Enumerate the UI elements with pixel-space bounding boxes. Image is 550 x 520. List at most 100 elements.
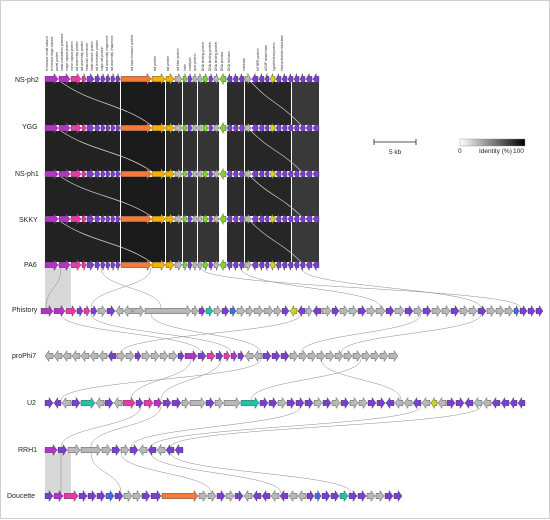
gene-arrow	[153, 396, 163, 410]
gene-arrow	[513, 305, 520, 317]
gene-arrow	[123, 489, 133, 503]
gene-arrow	[450, 304, 460, 318]
identity-band	[45, 222, 120, 262]
gene-arrow	[259, 396, 269, 410]
gene-arrow	[213, 168, 220, 180]
gene-annotation: tail assembly protein	[75, 41, 79, 71]
gene-arrow	[367, 396, 377, 410]
gene-arrow	[174, 443, 184, 457]
gene-arrow	[275, 213, 282, 225]
gene-arrow	[111, 443, 121, 457]
identity-band	[166, 222, 182, 262]
identity-curve	[240, 267, 382, 309]
gene-arrow	[223, 349, 231, 363]
gene-arrow	[330, 489, 340, 503]
gene-arrow	[174, 72, 183, 86]
gene-arrow	[504, 304, 514, 318]
gene-arrow	[86, 72, 95, 86]
gene-arrow	[94, 168, 101, 180]
gene-arrow	[357, 489, 367, 503]
gene-arrow	[262, 349, 272, 363]
identity-band	[198, 177, 219, 216]
gene-arrow	[258, 213, 265, 225]
gene-arrow	[245, 304, 254, 318]
gene-annotation: head maturation protease	[60, 33, 64, 71]
gene-arrow	[305, 258, 313, 272]
genome-label: NS-ph2	[15, 77, 39, 84]
identity-band	[245, 131, 291, 171]
gene-arrow	[53, 304, 66, 318]
gene-arrow	[100, 259, 106, 271]
gene-arrow	[187, 168, 193, 180]
gene-arrow	[375, 489, 385, 503]
gene-arrow	[258, 73, 265, 85]
gene-annotation: nuclease	[242, 58, 246, 71]
identity-curve	[300, 313, 422, 354]
identity-curve	[250, 130, 302, 172]
genome-track	[44, 396, 526, 410]
identity-band	[121, 222, 165, 262]
gene-arrow	[182, 122, 188, 134]
identity-band	[121, 177, 165, 216]
gene-arrow	[78, 489, 88, 503]
gene-arrow	[288, 489, 298, 503]
gene-arrow	[44, 212, 59, 226]
gene-annotation: ribonucleotide reductase	[280, 35, 284, 71]
gene-arrow	[281, 73, 288, 85]
gene-arrow	[165, 212, 175, 226]
gene-arrow	[58, 258, 71, 272]
gene-arrow	[343, 349, 353, 363]
gene-arrow	[197, 168, 203, 180]
gene-arrow	[132, 489, 142, 503]
gene-arrow	[213, 259, 220, 271]
gene-arrow	[105, 213, 111, 225]
gene-arrow	[197, 349, 207, 363]
gene-arrow	[240, 396, 260, 410]
gene-arrow	[273, 304, 282, 318]
gene-arrow	[202, 73, 209, 85]
gene-arrow	[208, 122, 214, 134]
identity-band	[121, 131, 165, 171]
gene-arrow	[89, 349, 99, 363]
gene-arrow	[238, 213, 245, 225]
gene-arrow	[101, 443, 112, 457]
gene-arrow	[437, 396, 447, 410]
gene-arrow	[107, 349, 117, 363]
identity-band	[292, 222, 319, 262]
genome-track	[44, 349, 399, 363]
gene-arrow	[58, 167, 71, 181]
gene-arrow	[243, 489, 253, 503]
gene-arrow	[393, 489, 403, 503]
gene-annotation: tail terminator protein	[95, 40, 99, 71]
gene-arrow	[187, 73, 193, 85]
gene-arrow	[229, 304, 237, 318]
gene-arrow	[219, 72, 227, 86]
identity-curve	[250, 221, 302, 263]
gene-arrow	[271, 349, 281, 363]
gene-arrow	[264, 73, 270, 85]
identity-band	[45, 177, 120, 216]
gene-annotation: lysis protein	[193, 53, 197, 71]
gene-arrow	[312, 304, 322, 318]
identity-curve	[120, 313, 302, 354]
identity-band	[166, 131, 182, 171]
gene-arrow	[349, 396, 359, 410]
identity-max-label: 100	[513, 148, 524, 155]
gene-arrow	[115, 259, 121, 271]
gene-arrow	[348, 489, 358, 503]
gene-arrow	[150, 349, 160, 363]
genome-label: RRH1	[18, 447, 37, 454]
gene-arrow	[238, 259, 245, 271]
identity-curve	[170, 405, 482, 448]
gene-annotation: DNA helicase	[227, 51, 231, 71]
genome-labels: NS-ph2 YGG NS-ph1 SKKY PA6 Phistory proP…	[7, 77, 39, 500]
gene-arrow	[527, 304, 536, 318]
gene-arrow	[279, 489, 289, 503]
gene-arrow	[120, 167, 152, 181]
identity-curve	[320, 358, 402, 401]
gene-arrow	[495, 304, 505, 318]
gene-arrow	[80, 396, 96, 410]
gene-arrow	[44, 443, 58, 457]
gene-arrow	[71, 396, 81, 410]
